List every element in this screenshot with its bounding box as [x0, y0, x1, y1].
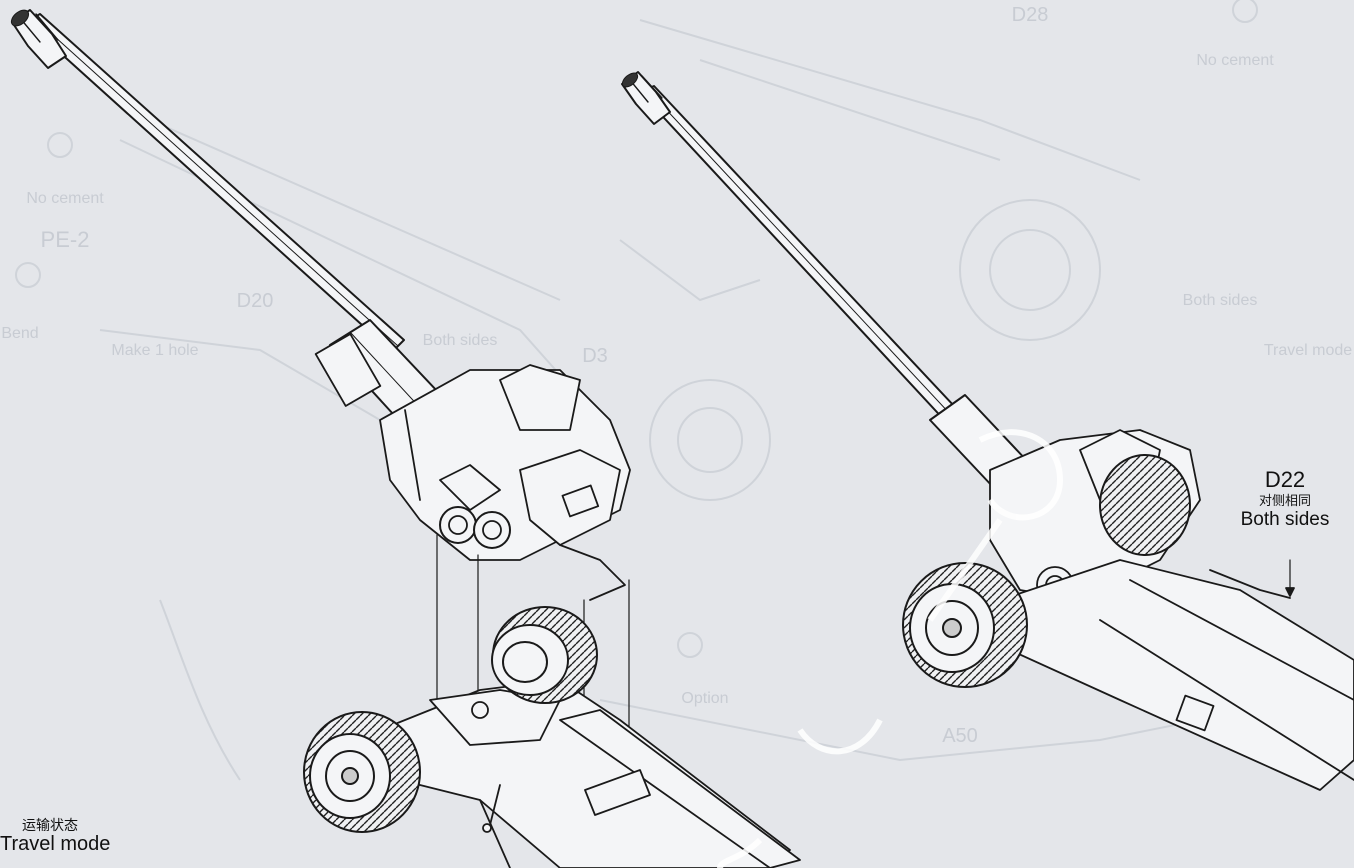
right-assembly-illustration	[621, 71, 1354, 791]
ghost-both-sides: Both sides	[422, 332, 498, 349]
ghost-part-code: PE-2	[40, 227, 90, 252]
ghost-travel-mode: Travel mode	[1263, 342, 1353, 359]
left-lower-carriage	[379, 679, 801, 868]
right-wheels	[902, 454, 1191, 688]
left-assembly-illustration	[10, 9, 801, 868]
ghost-part-code: D20	[236, 290, 274, 312]
left-wheels	[303, 606, 598, 833]
both-sides-chinese: 对侧相同	[1258, 493, 1311, 509]
part-code: D22	[1264, 467, 1306, 492]
ghost-make-hole: Make 1 hole	[111, 342, 199, 359]
ghost-no-cement: No cement	[26, 190, 104, 207]
ghost-part-code: D3	[582, 345, 608, 367]
watermark-outline	[717, 429, 1064, 868]
ghost-part-code: A50	[942, 725, 978, 747]
ghost-no-cement: No cement	[1196, 52, 1274, 69]
travel-mode-english: Travel mode	[0, 833, 111, 856]
both-sides-english: Both sides	[1240, 509, 1330, 531]
ghost-option: Option	[681, 690, 729, 707]
right-carriage	[989, 429, 1354, 791]
ghost-bend: Bend	[1, 325, 39, 342]
ghost-both-sides: Both sides	[1182, 292, 1258, 309]
mode-label: 运输状态 Travel mode	[0, 817, 150, 856]
left-upper-carriage	[314, 333, 631, 601]
travel-mode-chinese: 运输状态	[22, 817, 78, 833]
ghost-part-code: D28	[1011, 4, 1049, 26]
callout-d22: D22 对侧相同 Both sides	[1220, 467, 1350, 531]
left-barrel	[10, 9, 456, 439]
